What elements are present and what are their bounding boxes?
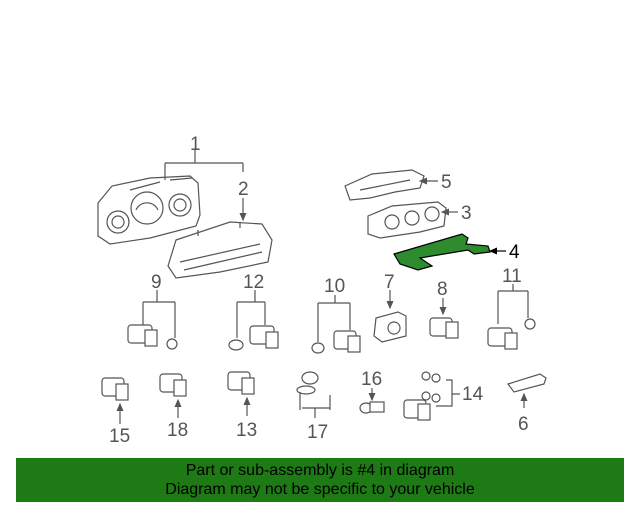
part-9-switch: [127, 290, 178, 350]
part-13-switch: [227, 371, 255, 416]
part-17-socket: [296, 371, 331, 418]
callout-1: 1: [190, 134, 201, 155]
part-10-switch: [311, 295, 361, 354]
banner-line-2: Diagram may not be specific to your vehi…: [165, 481, 475, 498]
part-3-control-panel: [367, 201, 447, 239]
upper-leaders: [164, 150, 506, 255]
callout-18: 18: [167, 420, 188, 441]
callout-12: 12: [243, 272, 264, 293]
callout-2: 2: [238, 179, 249, 200]
part-8-switch: [429, 298, 459, 339]
banner-line-1: Part or sub-assembly is #4 in diagram: [185, 462, 455, 479]
callout-9: 9: [151, 272, 162, 293]
callout-7: 7: [384, 272, 395, 293]
info-banner: Part or sub-assembly is #4 in diagram Di…: [16, 458, 624, 502]
callout-6: 6: [518, 414, 529, 435]
callout-4: 4: [509, 242, 520, 263]
callout-labels: 1 2 5 3 4 9 12 10 7 8 11 16 14 6 15 18 1…: [109, 134, 529, 447]
callout-11: 11: [502, 266, 522, 287]
part-12-switch: [228, 290, 279, 351]
callout-8: 8: [437, 279, 448, 300]
part-5-cluster-hood: [344, 169, 425, 201]
part-18-switch: [159, 373, 187, 418]
callout-3: 3: [461, 203, 472, 224]
callout-15: 15: [109, 426, 130, 447]
part-1-instrument-cluster: [97, 175, 201, 245]
part-14-switch: [403, 371, 460, 421]
callout-16: 16: [361, 369, 382, 390]
callout-14: 14: [462, 384, 484, 405]
callout-5: 5: [441, 172, 452, 193]
part-4-highlighted-harness: [393, 233, 491, 271]
part-7-unit: [373, 290, 407, 343]
part-15-switch: [101, 377, 129, 424]
part-11-switch: [487, 284, 536, 350]
callout-10: 10: [324, 276, 345, 297]
part-6-lamp: [507, 373, 547, 408]
part-2-cluster-glass: [167, 221, 273, 279]
part-16-socket: [359, 388, 385, 414]
callout-13: 13: [236, 420, 257, 441]
callout-17: 17: [307, 422, 328, 443]
